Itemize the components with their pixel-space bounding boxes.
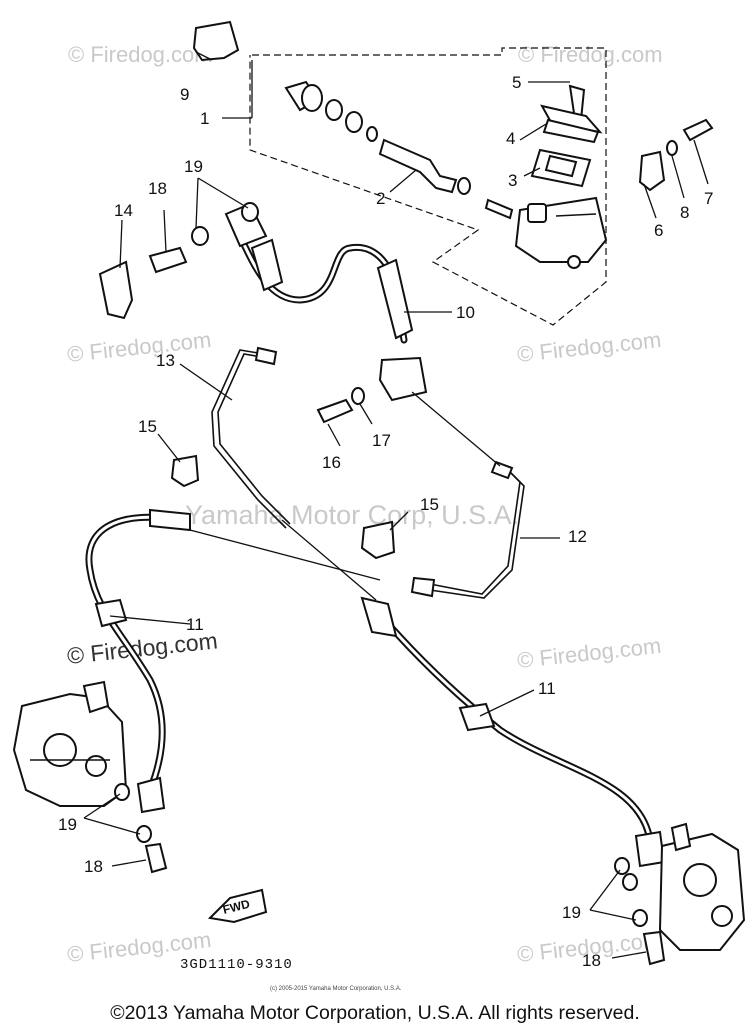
callout-11: 11: [186, 615, 204, 634]
fwd-label: FWD: [221, 897, 251, 917]
watermark-firedog: © Firedog.com: [66, 327, 212, 367]
watermark-firedog: © Firedog.com: [516, 633, 662, 673]
callout-1: 1: [200, 109, 209, 128]
callout-2: 2: [376, 189, 385, 208]
callout-7: 7: [704, 189, 713, 208]
joint-washer: [351, 387, 365, 405]
watermark-firedog: © Firedog.com: [518, 42, 663, 67]
routing-line: [189, 529, 381, 581]
copper-washer: [632, 909, 648, 927]
callout-15: 15: [420, 495, 439, 514]
routing-line: [411, 391, 501, 467]
callout-9: 9: [180, 85, 189, 104]
callout-18: 18: [84, 857, 103, 876]
brake-hose-joint: [378, 356, 428, 402]
union-bolt: [144, 842, 168, 874]
callout-10: 10: [456, 303, 475, 322]
joint-bolt: [316, 398, 354, 424]
copper-washer: [614, 857, 630, 875]
brake-pipe-12-edge: [429, 471, 525, 599]
watermark-yamaha: Yamaha Motor Corp, U.S.A.: [185, 500, 519, 530]
hose-sleeve: [250, 238, 284, 292]
hose-joint: [94, 598, 128, 628]
callout-19: 19: [58, 815, 77, 834]
callout-19: 19: [184, 157, 203, 176]
callout-12: 12: [568, 527, 587, 546]
callout-17: 17: [372, 431, 391, 450]
hose-fitting: [224, 202, 268, 248]
hose-end-fitting: [136, 776, 166, 814]
watermark-firedog: © Firedog.com: [516, 327, 662, 367]
callout-5: 5: [512, 73, 521, 92]
hose-end-fitting: [360, 596, 398, 638]
holder-clamp: [638, 150, 666, 192]
copper-washer: [191, 226, 209, 246]
routing-line: [281, 519, 377, 601]
callout-4: 4: [506, 129, 515, 148]
reservoir-cap-set: [530, 84, 603, 188]
pipe-fitting: [410, 576, 436, 598]
master-cylinder-group: [249, 47, 714, 326]
callout-labels: 9 1 2 3 4 5 6 7 8 19 18 14 10 13 15 16 1…: [58, 73, 713, 970]
assembly-outline: [249, 47, 607, 326]
washer: [666, 140, 678, 156]
right-brake-caliper: [658, 822, 746, 951]
left-brake-caliper: [12, 680, 128, 807]
brake-pipe-13: [211, 349, 287, 529]
master-cylinder-body: [514, 196, 608, 269]
callout-14: 14: [114, 201, 133, 220]
brake-pipe-13-edge: [217, 353, 291, 525]
callout-13: 13: [156, 351, 175, 370]
fwd-arrow: FWD: [207, 888, 268, 924]
pipe-fitting: [490, 460, 514, 480]
callout-19: 19: [562, 903, 581, 922]
pipe-fitting: [254, 346, 278, 366]
copyright-notice: ©2013 Yamaha Motor Corporation, U.S.A. A…: [110, 1002, 640, 1024]
upper-brake-hose: [224, 202, 414, 344]
union-bolt: [642, 930, 666, 966]
hose-joint: [458, 702, 496, 732]
hose-protector: [376, 258, 414, 340]
hose-end-fitting: [634, 830, 666, 868]
callout-11: 11: [538, 679, 556, 698]
small-copyright: (c) 2005-2015 Yamaha Motor Corporation, …: [270, 986, 402, 992]
bolt: [682, 118, 714, 142]
diagram-code: 3GD1110-9310: [180, 957, 293, 973]
callout-16: 16: [322, 453, 341, 472]
hose-end-fitting: [149, 508, 191, 532]
hose-clamp: [170, 454, 200, 488]
union-bolt: [148, 246, 188, 274]
copper-washer: [622, 873, 638, 891]
copper-washer: [136, 825, 152, 843]
brake-lever-cover: [98, 260, 134, 320]
callout-6: 6: [654, 221, 663, 240]
copper-washer: [114, 783, 130, 801]
callout-18: 18: [582, 951, 601, 970]
piston-kit: [284, 80, 514, 220]
leader-lines: [83, 51, 709, 959]
lever-boot: [192, 20, 240, 62]
callout-3: 3: [508, 171, 517, 190]
watermark-firedog: © Firedog.com: [68, 42, 213, 67]
callout-15: 15: [138, 417, 157, 436]
callout-18: 18: [148, 179, 167, 198]
callout-8: 8: [680, 203, 689, 222]
hose-clamp: [360, 520, 396, 560]
